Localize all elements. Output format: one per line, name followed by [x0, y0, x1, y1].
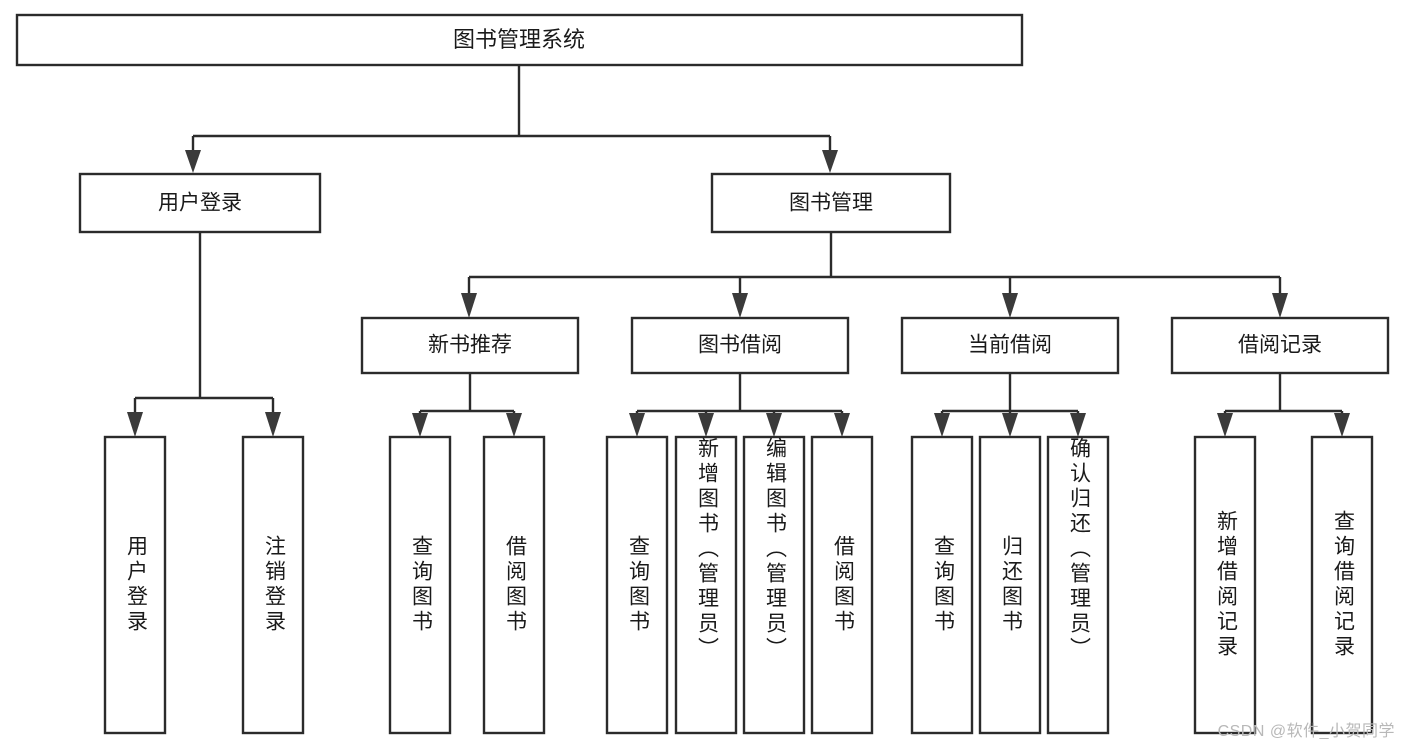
node-borrow-record-label: 借阅记录: [1238, 334, 1322, 357]
arrow-head-user-login: [185, 150, 201, 173]
arrow-head-book-borrow: [732, 293, 748, 318]
arrow-head-leaf-book-borrow-3: [834, 413, 850, 437]
arrow-head-new-book-rec: [461, 293, 477, 318]
leaf-box-new-book-rec-0[interactable]: [388, 435, 452, 735]
arrow-head-borrow-record: [1272, 293, 1288, 318]
connector-borrow-record-to-leaves: [1217, 373, 1350, 437]
arrow-head-leaf-current-borrow-2: [1070, 413, 1086, 437]
leaf-box-book-borrow-2[interactable]: [742, 435, 806, 735]
connector-new-book-rec-to-leaves: [412, 373, 522, 437]
connector-current-borrow-to-leaves: [934, 373, 1086, 437]
leaf-box-borrow-record-0[interactable]: [1193, 435, 1257, 735]
arrow-head-leaf-user-login-0: [127, 412, 143, 437]
node-new-book-rec-box[interactable]: [360, 316, 580, 375]
leaf-box-current-borrow-2[interactable]: [1046, 435, 1110, 735]
leaf-box-user-login-0[interactable]: [103, 435, 167, 735]
node-user-login[interactable]: 用户登录: [78, 172, 322, 234]
leaf-box-current-borrow-0[interactable]: [910, 435, 974, 735]
node-new-book-rec-label: 新书推荐: [428, 334, 512, 357]
arrow-head-leaf-current-borrow-1: [1002, 413, 1018, 437]
node-root-box[interactable]: [15, 13, 1024, 67]
node-user-login-label: 用户登录: [158, 192, 242, 215]
node-current-borrow[interactable]: 当前借阅: [900, 316, 1120, 375]
watermark-text: CSDN @软件_小贺同学: [1217, 723, 1395, 740]
node-current-borrow-label: 当前借阅: [968, 334, 1052, 357]
connector-root-to-level2: [185, 65, 838, 173]
arrow-head-leaf-new-book-rec-1: [506, 413, 522, 437]
leaf-box-user-login-1[interactable]: [241, 435, 305, 735]
leaf-box-book-borrow-1[interactable]: [674, 435, 738, 735]
leaf-box-borrow-record-1[interactable]: [1310, 435, 1374, 735]
node-borrow-record[interactable]: 借阅记录: [1170, 316, 1390, 375]
arrow-head-leaf-book-borrow-1: [698, 413, 714, 437]
arrow-head-leaf-borrow-record-1: [1334, 413, 1350, 437]
arrow-head-leaf-user-login-1: [265, 412, 281, 437]
node-user-login-box[interactable]: [78, 172, 322, 234]
node-root-label: 图书管理系统: [453, 27, 585, 52]
arrow-head-leaf-borrow-record-0: [1217, 413, 1233, 437]
arrow-head-book-mgmt: [822, 150, 838, 173]
connector-user-login-to-leaves: [127, 232, 281, 437]
node-book-borrow[interactable]: 图书借阅: [630, 316, 850, 375]
node-book-mgmt[interactable]: 图书管理: [710, 172, 952, 234]
leaf-box-book-borrow-3[interactable]: [810, 435, 874, 735]
connector-book-borrow-to-leaves: [629, 373, 850, 437]
arrow-head-current-borrow: [1002, 293, 1018, 318]
node-current-borrow-box[interactable]: [900, 316, 1120, 375]
node-book-borrow-label: 图书借阅: [698, 334, 782, 357]
arrow-head-leaf-current-borrow-0: [934, 413, 950, 437]
arrow-head-leaf-book-borrow-0: [629, 413, 645, 437]
leaf-box-book-borrow-0[interactable]: [605, 435, 669, 735]
leaf-box-current-borrow-1[interactable]: [978, 435, 1042, 735]
connector-book-mgmt-to-level3: [461, 232, 1288, 318]
node-book-mgmt-label: 图书管理: [789, 192, 873, 215]
arrow-head-leaf-new-book-rec-0: [412, 413, 428, 437]
arrow-head-leaf-book-borrow-2: [766, 413, 782, 437]
node-root[interactable]: 图书管理系统: [15, 13, 1024, 67]
leaf-box-new-book-rec-1[interactable]: [482, 435, 546, 735]
node-new-book-rec[interactable]: 新书推荐: [360, 316, 580, 375]
